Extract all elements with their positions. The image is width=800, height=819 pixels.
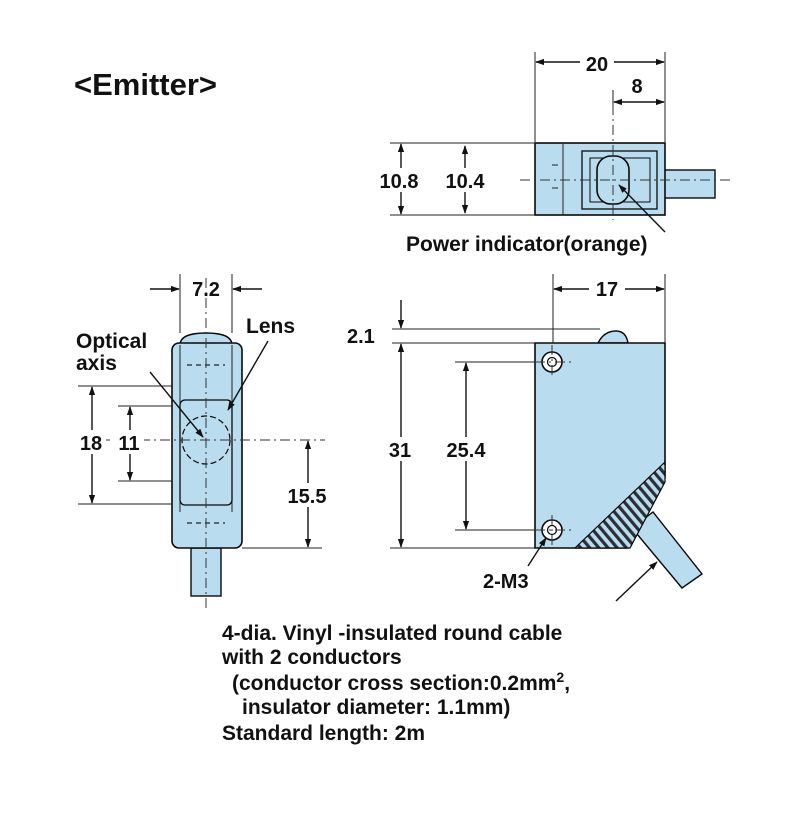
cable-note-line2: with 2 conductors bbox=[221, 646, 402, 669]
side-view: 7.2 Optical axis Lens 18 11 15.5 bbox=[76, 274, 336, 608]
dim-top-height-inner: 10.4 bbox=[446, 171, 486, 193]
dim-side-15-5: 15.5 bbox=[288, 486, 327, 508]
cable-note-line3: (conductor cross section:0.2mm2, bbox=[232, 669, 570, 695]
side-view-body bbox=[171, 342, 243, 549]
front-view: 17 2.1 31 25.4 2-M3 bbox=[347, 274, 704, 602]
cable-note-line1: 4-dia. Vinyl -insulated round cable bbox=[222, 622, 562, 645]
optical-axis-label: Optical bbox=[76, 330, 147, 353]
dim-side-11: 11 bbox=[118, 433, 139, 455]
top-view: 20 8 10.8 10.4 Power indicator(orange) bbox=[370, 52, 730, 256]
optical-axis-label-2: axis bbox=[76, 352, 117, 375]
dim-front-top: 2.1 bbox=[347, 326, 375, 348]
power-indicator-label: Power indicator(orange) bbox=[406, 233, 648, 256]
holes-label: 2-M3 bbox=[483, 571, 529, 593]
cable-note: 4-dia. Vinyl -insulated round cable with… bbox=[221, 622, 570, 745]
cable-note-line4: insulator diameter: 1.1mm) bbox=[242, 696, 510, 719]
dim-front-height: 31 bbox=[389, 440, 411, 462]
lens-label: Lens bbox=[246, 315, 295, 338]
dim-side-width: 7.2 bbox=[192, 279, 220, 301]
cable-note-line5: Standard length: 2m bbox=[222, 722, 425, 745]
dim-top-width: 20 bbox=[586, 54, 608, 76]
dim-side-18: 18 bbox=[80, 433, 102, 455]
dim-top-offset: 8 bbox=[631, 76, 642, 98]
cable-entry bbox=[573, 460, 666, 549]
dim-front-width: 17 bbox=[596, 279, 618, 301]
title: <Emitter> bbox=[74, 67, 217, 102]
dim-front-hole-pitch: 25.4 bbox=[447, 440, 487, 462]
dim-top-height-outer: 10.8 bbox=[380, 171, 419, 193]
superscript-2: 2 bbox=[556, 669, 564, 685]
top-view-cable bbox=[659, 169, 716, 199]
